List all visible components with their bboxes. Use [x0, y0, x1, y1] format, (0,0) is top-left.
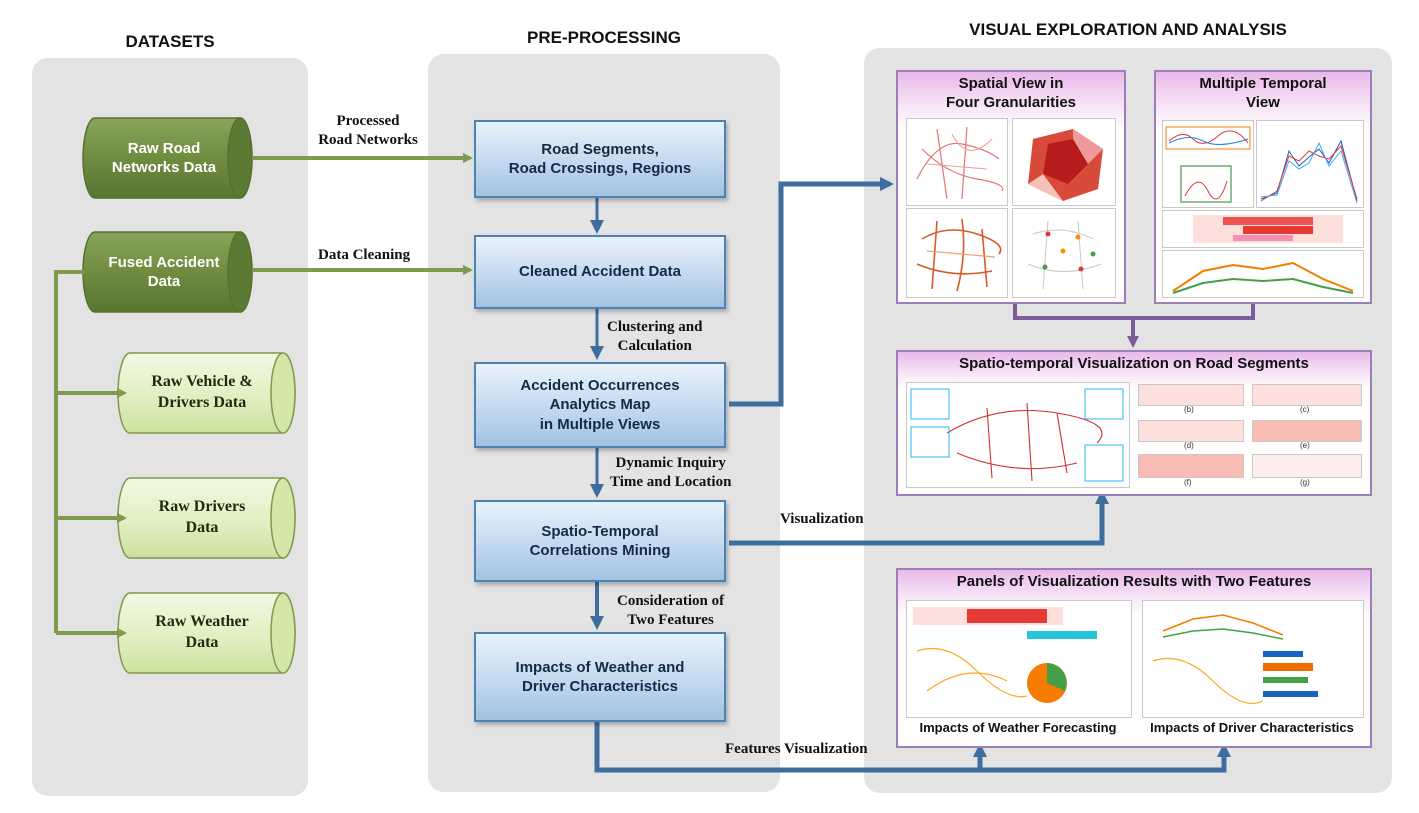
cylinder-vehicle — [117, 352, 296, 434]
panel-spatial-view: Spatial View in Four Granularities — [896, 70, 1126, 304]
label-clustering: Clustering and Calculation — [607, 319, 703, 354]
box-analytics-map: Accident Occurrences Analytics Map in Mu… — [474, 362, 726, 448]
spatial-view-title: Spatial View in Four Granularities — [945, 75, 1077, 111]
dataset-vehicle-label: Raw Vehicle & Drivers Data — [151, 373, 253, 411]
panel-temporal-view: Multiple Temporal View — [1154, 70, 1372, 304]
map-thumbnail-regions — [1012, 118, 1116, 206]
box-road-segments: Road Segments, Road Crossings, Regions — [474, 120, 726, 198]
heatmap-b — [1138, 384, 1244, 406]
heatmap-g — [1252, 454, 1362, 478]
temporal-view-title: Multiple Temporal View — [1199, 75, 1327, 111]
preprocessing-title: PRE-PROCESSING — [527, 28, 681, 47]
arrow-impacts-to-panels — [594, 721, 1231, 773]
dataset-road-label: Raw Road Networks Data — [111, 139, 217, 177]
box-impacts: Impacts of Weather and Driver Characteri… — [474, 632, 726, 722]
datasets-title: DATASETS — [125, 32, 215, 51]
road-segment-map — [906, 382, 1130, 488]
subfig-label-g: (g) — [1300, 478, 1310, 487]
label-features-visualization: Features Visualization — [725, 741, 868, 757]
cylinder-road — [82, 117, 253, 199]
subfig-label-b: (b) — [1184, 405, 1194, 414]
heatmap-d — [1138, 420, 1244, 442]
label-cleaning: Data Cleaning — [318, 247, 411, 263]
subfig-label-e: (e) — [1300, 441, 1310, 450]
temporal-heatmap — [1162, 210, 1364, 248]
label-visualization: Visualization — [780, 511, 864, 527]
subfig-label-f: (f) — [1184, 478, 1192, 487]
map-thumbnail-segments — [906, 118, 1008, 206]
heatmap-f — [1138, 454, 1244, 478]
visual-title: VISUAL EXPLORATION AND ANALYSIS — [969, 20, 1287, 39]
temporal-small-multiples — [1162, 120, 1254, 208]
driver-dashboard — [1142, 600, 1364, 718]
subfig-label-c: (c) — [1300, 405, 1310, 414]
dataset-fused-label: Fused Accident Data — [108, 253, 220, 291]
arrow-correlations-to-spatio — [729, 490, 1109, 546]
map-thumbnail-crossings-b — [1012, 208, 1116, 298]
box-correlations: Spatio-Temporal Correlations Mining — [474, 500, 726, 582]
arrow-map-to-spatial — [729, 177, 894, 407]
dataset-drivers-label: Raw Drivers Data — [158, 498, 246, 536]
box-cleaned-data: Cleaned Accident Data — [474, 235, 726, 309]
subfig-label-d: (d) — [1184, 441, 1194, 450]
weather-caption: Impacts of Weather Forecasting — [919, 720, 1117, 735]
map-thumbnail-crossings-a — [906, 208, 1008, 298]
driver-caption: Impacts of Driver Characteristics — [1150, 720, 1354, 735]
heatmap-e — [1252, 420, 1362, 442]
weather-dashboard — [906, 600, 1132, 718]
panel-two-features: Panels of Visualization Results with Two… — [896, 568, 1372, 748]
dataset-weather-label: Raw Weather Data — [155, 613, 249, 651]
cylinder-weather — [117, 592, 296, 674]
cylinder-drivers — [117, 477, 296, 559]
two-features-title: Panels of Visualization Results with Two… — [956, 573, 1312, 590]
label-dynamic: Dynamic Inquiry Time and Location — [610, 455, 732, 490]
temporal-line-chart — [1256, 120, 1364, 208]
label-consideration: Consideration of Two Features — [617, 593, 725, 628]
heatmap-c — [1252, 384, 1362, 406]
spatio-temporal-title: Spatio-temporal Visualization on Road Se… — [959, 355, 1309, 372]
panel-spatio-temporal: Spatio-temporal Visualization on Road Se… — [896, 350, 1372, 496]
temporal-area-chart — [1162, 250, 1364, 298]
label-processed: Processed Road Networks — [318, 113, 418, 148]
fused-trunk-line — [54, 270, 84, 633]
